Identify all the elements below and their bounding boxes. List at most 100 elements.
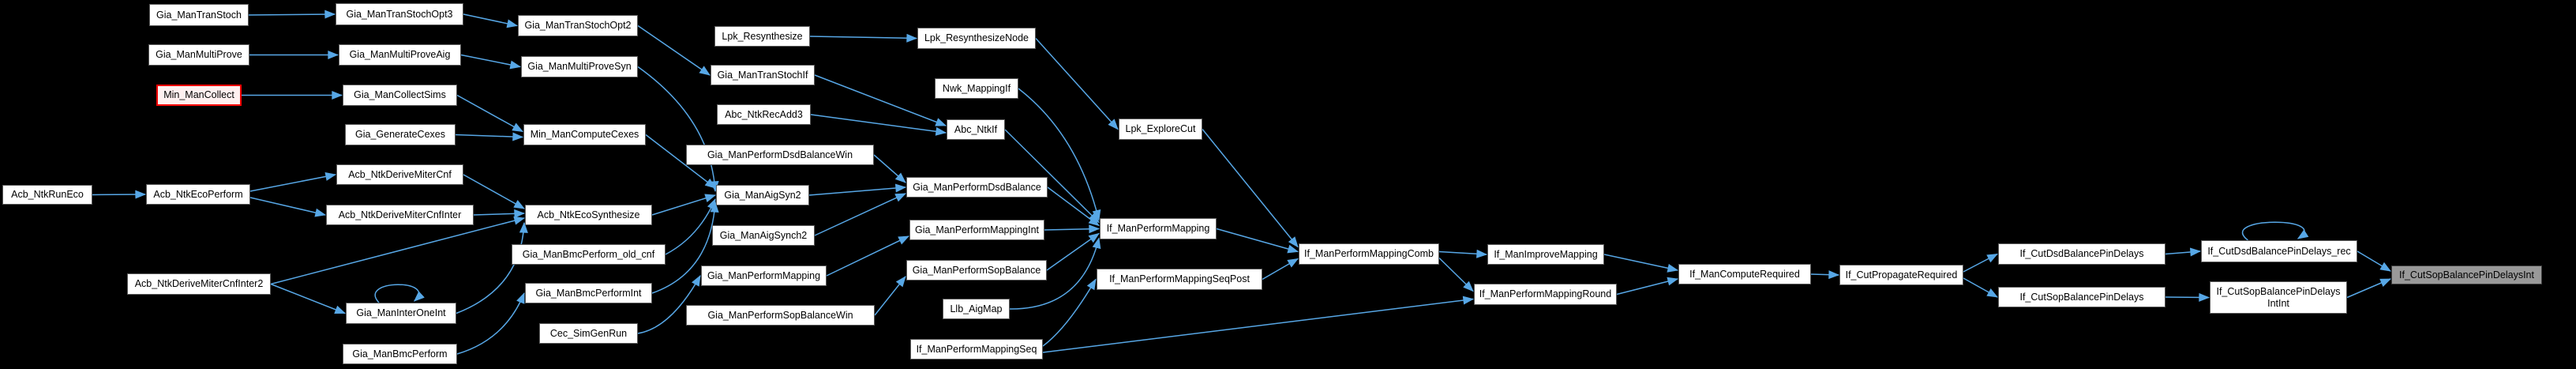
node-If_ManPerformMappingSeq[interactable]: If_ManPerformMappingSeq <box>910 339 1043 360</box>
edge-Llb_AigMap-to-If_ManPerformMapping <box>1009 237 1101 310</box>
node-If_CutDsdBalancePinDelays[interactable]: If_CutDsdBalancePinDelays <box>1998 243 2165 265</box>
edge-Abc_NtkIf-to-If_ManPerformMapping <box>1004 129 1100 224</box>
edge-If_ManPerformMapping-to-If_ManPerformMappingComb <box>1216 228 1299 254</box>
edge-Gia_ManPerformMapping-to-Gia_ManPerformMappingInt <box>826 235 909 277</box>
node-Nwk_MappingIf[interactable]: Nwk_MappingIf <box>935 78 1018 99</box>
node-Acb_NtkDeriveMiterCnf[interactable]: Acb_NtkDeriveMiterCnf <box>336 164 463 185</box>
edge-Gia_ManTranStochOpt3-to-Gia_ManTranStochOpt2 <box>463 13 519 28</box>
edge-If_CutDsdBalancePinDelays_rec-to-If_CutDsdBalancePinDelays_rec <box>2241 221 2309 241</box>
node-Lpk_ExploreCut[interactable]: Lpk_ExploreCut <box>1119 119 1202 140</box>
edge-If_CutSopBalancePinDelaysIntInt-to-If_CutSopBalancePinDelaysInt <box>2346 278 2392 299</box>
node-Lpk_Resynthesize[interactable]: Lpk_Resynthesize <box>714 26 810 47</box>
edge-Gia_ManInterOneInt-to-Acb_NtkEcoSynthesize <box>456 221 528 314</box>
edge-If_ManPerformMappingSeqPost-to-If_ManPerformMappingComb <box>1262 258 1299 281</box>
edge-If_ManPerformMappingSeq-to-If_ManPerformMappingSeqPost <box>1042 278 1097 347</box>
node-Cec_SimGenRun[interactable]: Cec_SimGenRun <box>539 323 638 344</box>
edge-Gia_GenerateCexes-to-Min_ManComputeCexes <box>455 132 524 141</box>
node-If_CutSopBalancePinDelays[interactable]: If_CutSopBalancePinDelays <box>1998 287 2165 307</box>
node-Gia_ManInterOneInt[interactable]: Gia_ManInterOneInt <box>346 303 456 324</box>
edge-Gia_ManInterOneInt-to-Gia_ManInterOneInt <box>374 284 425 303</box>
node-Min_ManCollect[interactable]: Min_ManCollect <box>156 85 242 106</box>
node-Gia_ManPerformMapping[interactable]: Gia_ManPerformMapping <box>701 265 827 286</box>
edge-Gia_ManAigSyn2-to-Gia_ManPerformDsdBalance <box>808 183 907 196</box>
node-Gia_ManTranStochIf[interactable]: Gia_ManTranStochIf <box>711 65 815 85</box>
edge-Gia_ManTranStochOpt2-to-Gia_ManTranStochIf <box>637 24 711 76</box>
edge-Gia_ManPerformSopBalance-to-If_ManPerformMapping <box>1046 232 1100 271</box>
edge-Lpk_Resynthesize-to-Lpk_ResynthesizeNode <box>809 33 918 43</box>
edge-If_CutDsdBalancePinDelays-to-If_CutDsdBalancePinDelays_rec <box>2165 247 2202 257</box>
edge-If_ManComputeRequired-to-If_CutPropagateRequired <box>1810 270 1840 280</box>
node-Gia_ManPerformSopBalanceWin[interactable]: Gia_ManPerformSopBalanceWin <box>686 305 875 326</box>
edge-Gia_ManBmcPerform_old_cnf-to-Gia_ManAigSyn2 <box>665 198 716 255</box>
edge-Acb_NtkDeriveMiterCnf-to-Acb_NtkEcoSynthesize <box>463 174 525 209</box>
node-Gia_ManBmcPerformInt[interactable]: Gia_ManBmcPerformInt <box>525 283 652 303</box>
node-Acb_NtkEcoSynthesize[interactable]: Acb_NtkEcoSynthesize <box>525 205 652 225</box>
node-Gia_ManPerformDsdBalanceWin[interactable]: Gia_ManPerformDsdBalanceWin <box>686 145 874 165</box>
edge-Min_ManComputeCexes-to-Gia_ManAigSyn2 <box>645 134 716 189</box>
edge-If_CutDsdBalancePinDelays_rec-to-If_CutSopBalancePinDelaysInt <box>2357 250 2391 272</box>
node-If_ManComputeRequired[interactable]: If_ManComputeRequired <box>1678 264 1811 284</box>
node-Lpk_ResynthesizeNode[interactable]: Lpk_ResynthesizeNode <box>917 28 1036 49</box>
node-Gia_ManMultiProveSyn[interactable]: Gia_ManMultiProveSyn <box>521 56 638 77</box>
edge-If_ManImproveMapping-to-If_ManComputeRequired <box>1603 254 1679 273</box>
edge-Acb_NtkEcoPerform-to-Acb_NtkDeriveMiterCnf <box>249 172 337 192</box>
edge-Gia_ManBmcPerformInt-to-Gia_ManAigSyn2 <box>651 201 719 294</box>
edge-Cec_SimGenRun-to-Gia_ManPerformMapping <box>637 275 701 334</box>
edge-Gia_ManPerformSopBalanceWin-to-Gia_ManPerformSopBalance <box>874 276 906 316</box>
node-Gia_ManTranStochOpt3[interactable]: Gia_ManTranStochOpt3 <box>336 3 463 25</box>
node-Gia_ManPerformSopBalance[interactable]: Gia_ManPerformSopBalance <box>906 260 1047 281</box>
node-If_ManPerformMapping[interactable]: If_ManPerformMapping <box>1100 218 1217 239</box>
node-Gia_ManCollectSims[interactable]: Gia_ManCollectSims <box>343 85 457 106</box>
node-Acb_NtkRunEco[interactable]: Acb_NtkRunEco <box>2 185 92 205</box>
node-Acb_NtkEcoPerform[interactable]: Acb_NtkEcoPerform <box>146 184 250 205</box>
edge-If_ManPerformMappingComb-to-If_ManImproveMapping <box>1438 249 1488 258</box>
edge-Gia_ManTranStochIf-to-Abc_NtkIf <box>814 74 947 126</box>
node-Llb_AigMap[interactable]: Llb_AigMap <box>943 299 1010 319</box>
node-If_ManPerformMappingSeqPost[interactable]: If_ManPerformMappingSeqPost <box>1097 269 1262 290</box>
node-Gia_ManAigSynch2[interactable]: Gia_ManAigSynch2 <box>712 225 815 246</box>
edge-If_CutPropagateRequired-to-If_CutSopBalancePinDelays <box>1963 277 1998 298</box>
node-If_CutSopBalancePinDelaysInt[interactable]: If_CutSopBalancePinDelaysInt <box>2391 265 2542 284</box>
node-Gia_ManBmcPerform_old_cnf[interactable]: Gia_ManBmcPerform_old_cnf <box>512 244 666 265</box>
node-Gia_ManMultiProve[interactable]: Gia_ManMultiProve <box>148 44 249 66</box>
node-If_CutDsdBalancePinDelays_rec[interactable]: If_CutDsdBalancePinDelays_rec <box>2201 240 2357 262</box>
edge-Gia_ManMultiProveAig-to-Gia_ManMultiProveSyn <box>460 54 522 70</box>
node-Gia_GenerateCexes[interactable]: Gia_GenerateCexes <box>345 124 456 145</box>
node-If_ManPerformMappingRound[interactable]: If_ManPerformMappingRound <box>1474 284 1617 305</box>
node-Gia_ManPerformMappingInt[interactable]: Gia_ManPerformMappingInt <box>909 220 1044 240</box>
node-Gia_ManTranStoch[interactable]: Gia_ManTranStoch <box>149 4 249 26</box>
edge-If_CutPropagateRequired-to-If_CutDsdBalancePinDelays <box>1963 253 1998 273</box>
edge-Gia_ManPerformDsdBalance-to-If_ManPerformMapping <box>1047 186 1100 227</box>
edge-Lpk_ResynthesizeNode-to-Lpk_ExploreCut <box>1035 37 1119 130</box>
edge-Gia_ManTranStoch-to-Gia_ManTranStochOpt3 <box>248 9 336 19</box>
edge-Lpk_ExploreCut-to-If_ManPerformMappingComb <box>1202 129 1299 248</box>
edge-If_ManPerformMappingSeq-to-If_ManPerformMappingRound <box>1042 296 1475 353</box>
edge-Gia_ManCollectSims-to-Min_ManComputeCexes <box>456 94 523 133</box>
node-Min_ManComputeCexes[interactable]: Min_ManComputeCexes <box>523 124 646 145</box>
node-Gia_ManMultiProveAig[interactable]: Gia_ManMultiProveAig <box>339 44 461 66</box>
edge-Abc_NtkRecAdd3-to-Abc_NtkIf <box>810 114 947 136</box>
node-If_ManPerformMappingComb[interactable]: If_ManPerformMappingComb <box>1299 243 1439 265</box>
edge-Nwk_MappingIf-to-If_ManPerformMapping <box>1018 88 1101 221</box>
node-Gia_ManPerformDsdBalance[interactable]: Gia_ManPerformDsdBalance <box>906 177 1048 198</box>
node-Acb_NtkDeriveMiterCnfInter2[interactable]: Acb_NtkDeriveMiterCnfInter2 <box>127 273 271 295</box>
edge-Gia_ManPerformDsdBalanceWin-to-Gia_ManPerformDsdBalance <box>873 154 906 183</box>
edge-If_ManPerformMappingRound-to-If_ManComputeRequired <box>1616 277 1679 296</box>
edge-Acb_NtkRunEco-to-Acb_NtkEcoPerform <box>92 190 147 199</box>
node-Gia_ManTranStochOpt2[interactable]: Gia_ManTranStochOpt2 <box>518 15 638 36</box>
edge-Acb_NtkEcoPerform-to-Acb_NtkDeriveMiterCnfInter <box>249 197 327 217</box>
node-Abc_NtkRecAdd3[interactable]: Abc_NtkRecAdd3 <box>717 104 811 125</box>
edge-Gia_ManAigSynch2-to-Gia_ManPerformDsdBalance <box>814 193 906 236</box>
node-If_CutPropagateRequired[interactable]: If_CutPropagateRequired <box>1839 265 1963 285</box>
edge-Gia_ManBmcPerform-to-Gia_ManBmcPerformInt <box>456 292 525 355</box>
node-Gia_ManBmcPerform[interactable]: Gia_ManBmcPerform <box>343 344 457 364</box>
node-Gia_ManAigSyn2[interactable]: Gia_ManAigSyn2 <box>716 185 809 205</box>
node-Abc_NtkIf[interactable]: Abc_NtkIf <box>947 119 1005 140</box>
node-Acb_NtkDeriveMiterCnfInter[interactable]: Acb_NtkDeriveMiterCnfInter <box>326 205 474 225</box>
edge-Acb_NtkDeriveMiterCnfInter2-to-Gia_ManInterOneInt <box>270 283 347 314</box>
node-If_ManImproveMapping[interactable]: If_ManImproveMapping <box>1487 244 1604 265</box>
edge-Acb_NtkDeriveMiterCnfInter-to-Acb_NtkEcoSynthesize <box>473 209 526 218</box>
node-If_CutSopBalancePinDelaysIntInt[interactable]: If_CutSopBalancePinDelays IntInt <box>2210 281 2347 314</box>
